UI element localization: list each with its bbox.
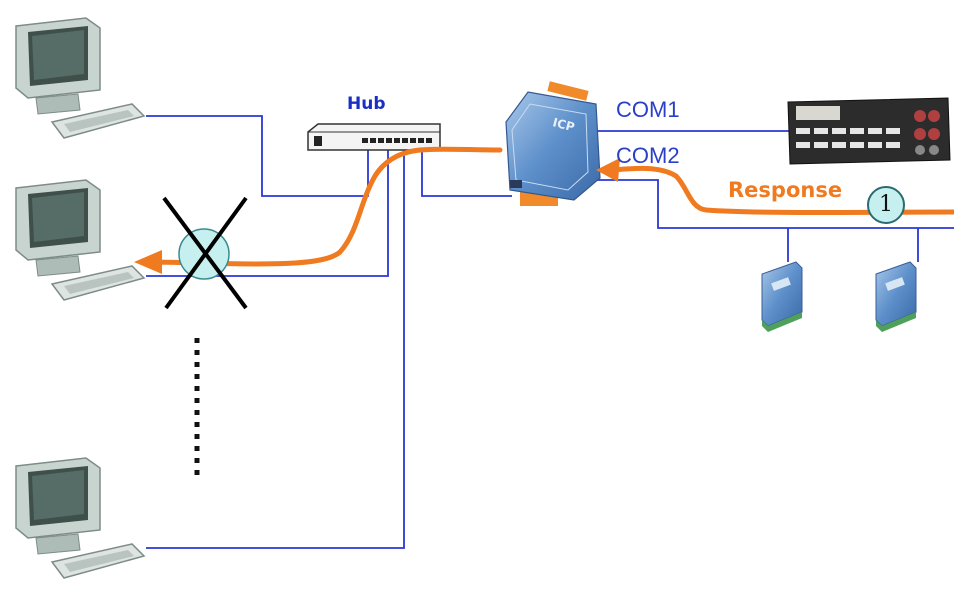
pc-3 bbox=[16, 458, 144, 578]
io-module-icon bbox=[876, 262, 916, 332]
blocked-connection-icon bbox=[164, 198, 246, 308]
wire-hub-gateway bbox=[422, 150, 512, 196]
desktop-computer-icon bbox=[16, 180, 144, 300]
io-module-icon bbox=[762, 262, 802, 332]
serial-device-server-icon: ICP bbox=[506, 81, 600, 206]
network-hub-icon bbox=[308, 124, 440, 150]
desktop-computer-icon bbox=[16, 18, 144, 138]
response-label: Response bbox=[728, 178, 842, 202]
response-arrowhead-pc2 bbox=[134, 250, 162, 274]
hub-label: Hub bbox=[347, 94, 386, 114]
io-module-1 bbox=[762, 262, 802, 332]
wire-pc3-hub bbox=[146, 150, 404, 548]
desktop-computer-icon bbox=[16, 458, 144, 578]
multimeter-instrument-icon bbox=[788, 98, 950, 164]
com1-label: COM1 bbox=[616, 97, 680, 123]
com2-label: COM2 bbox=[616, 143, 680, 169]
step-number: 1 bbox=[868, 187, 904, 223]
pc-1 bbox=[16, 18, 144, 138]
pc-2 bbox=[16, 180, 144, 300]
io-module-2 bbox=[876, 262, 916, 332]
